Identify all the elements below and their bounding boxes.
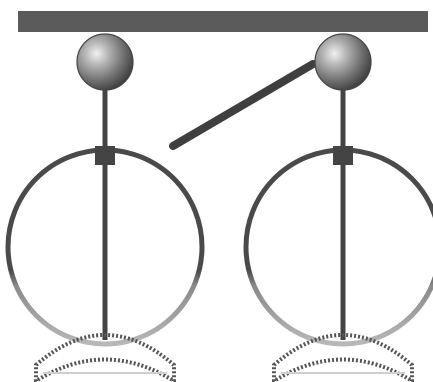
left-rod-clamp: [95, 146, 115, 165]
left-pendulum: [5, 33, 205, 382]
right-ring: [243, 147, 433, 347]
right-pendulum: [243, 33, 433, 382]
support-bar: [18, 11, 428, 32]
right-pivot-ball: [314, 33, 372, 91]
left-stand: [34, 333, 176, 382]
left-pivot-ball: [76, 33, 134, 91]
right-stand: [272, 333, 414, 382]
right-rod-clamp: [333, 146, 353, 165]
connecting-rod: [169, 60, 317, 150]
